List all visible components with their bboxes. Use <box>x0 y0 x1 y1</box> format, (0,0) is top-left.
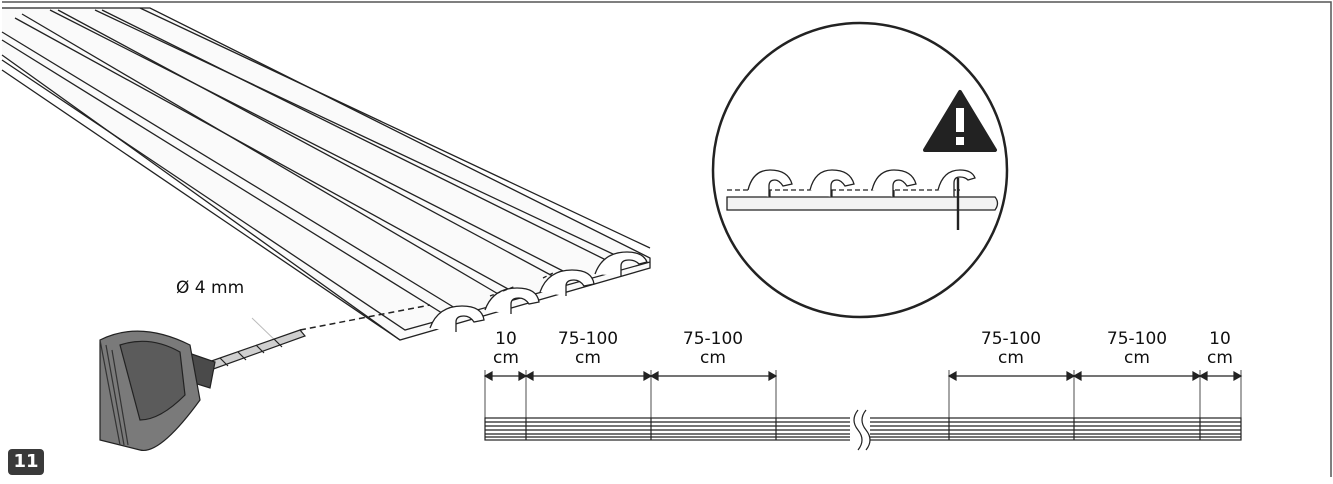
spacing-labels: 10 cm 75-100 cm 75-100 cm 75-100 cm 75-1… <box>493 329 1233 368</box>
warning-triangle-icon <box>923 90 997 152</box>
cable-protector-rail <box>1 7 651 341</box>
drill-diameter-label: Ø 4 mm <box>176 278 244 298</box>
drill-path-line <box>299 304 431 331</box>
spacing-6-value: 10 <box>1209 329 1231 349</box>
spacing-2-value: 75-100 <box>558 329 618 349</box>
spacing-4-value: 75-100 <box>981 329 1041 349</box>
spacing-4-unit: cm <box>998 348 1024 368</box>
drill-icon <box>99 329 307 451</box>
spacing-3-value: 75-100 <box>683 329 743 349</box>
spacing-1-value: 10 <box>495 329 517 349</box>
spacing-1-unit: cm <box>493 348 519 368</box>
spacing-3-unit: cm <box>700 348 726 368</box>
spacing-scale <box>483 370 1243 451</box>
detail-circle <box>711 21 1009 319</box>
spacing-6-unit: cm <box>1207 348 1233 368</box>
spacing-2-unit: cm <box>575 348 601 368</box>
spacing-5-value: 75-100 <box>1107 329 1167 349</box>
step-number-badge: 11 <box>8 449 44 475</box>
spacing-5-unit: cm <box>1124 348 1150 368</box>
